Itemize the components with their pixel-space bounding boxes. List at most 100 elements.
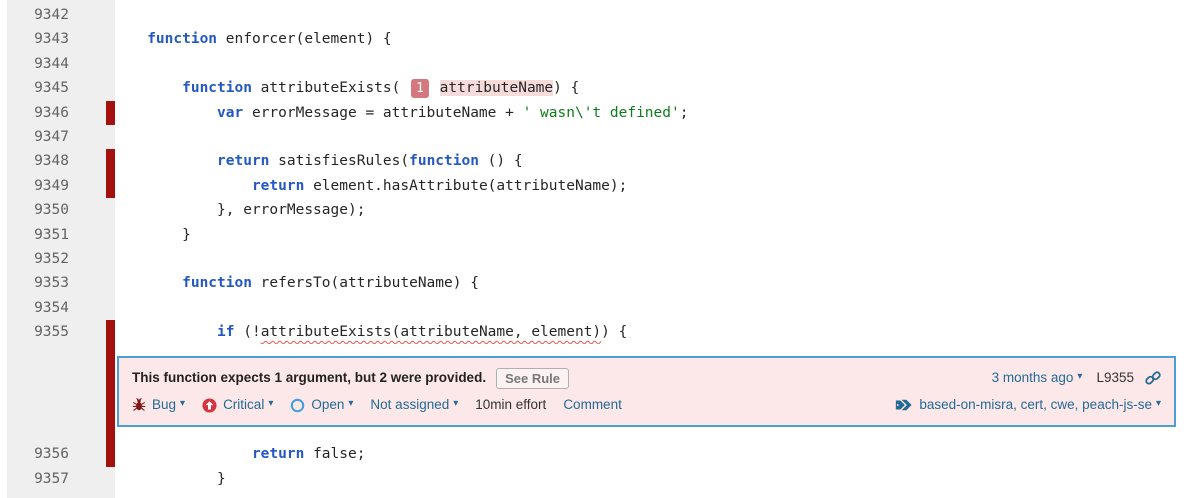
code-content [115, 51, 1200, 77]
critical-severity-icon [202, 398, 217, 413]
issue-header-row: This function expects 1 argument, but 2 … [132, 365, 1161, 391]
type-dropdown[interactable]: Bug ▾ [132, 392, 185, 418]
code-content: return false; [115, 442, 1200, 467]
code-text [121, 105, 217, 121]
code-keyword: function [409, 153, 479, 170]
code-keyword: if [217, 324, 235, 341]
line-number[interactable]: 9356 [7, 442, 115, 467]
issue-marker[interactable] [106, 344, 115, 443]
code-content [115, 124, 1200, 150]
code-keyword: return [251, 177, 305, 194]
assignee-dropdown[interactable]: Not assigned ▾ [370, 392, 458, 418]
code-content [115, 246, 1200, 272]
code-line: 9350 }, errorMessage); [7, 198, 1200, 223]
code-content: var errorMessage = attributeName + ' was… [115, 100, 1200, 125]
issue-marker[interactable] [106, 320, 115, 345]
open-status-icon [290, 398, 305, 413]
issue-severity-label: Critical [223, 397, 265, 413]
code-content: } [115, 466, 1200, 492]
line-number[interactable]: 9350 [34, 202, 69, 219]
code-content: }, errorMessage); [115, 198, 1200, 223]
chevron-down-icon: ▾ [180, 398, 186, 410]
line-number[interactable]: 9357 [34, 470, 69, 487]
code-line: 9354 [7, 295, 1200, 321]
chevron-down-icon: ▾ [1077, 371, 1083, 383]
chevron-down-icon: ▾ [268, 398, 274, 410]
issue-marker[interactable] [106, 149, 115, 174]
line-number[interactable]: 9351 [34, 226, 69, 243]
code-text: (! [234, 324, 261, 341]
code-text: () { [478, 153, 523, 170]
code-text [431, 80, 440, 96]
comment-button[interactable]: Comment [563, 397, 622, 413]
code-content: function attributeExists( 1 attributeNam… [115, 76, 1200, 101]
line-number[interactable]: 9342 [34, 7, 69, 23]
code-line: 9357 } [7, 466, 1200, 492]
code-text: enforcer(element) { [217, 31, 392, 48]
code-keyword: var [217, 104, 244, 121]
severity-dropdown[interactable]: Critical ▾ [202, 392, 273, 418]
line-number[interactable]: 9346 [7, 100, 115, 125]
issue-location-badge[interactable]: 1 [411, 79, 429, 99]
code-line: 9353 function refersTo(attributeName) { [7, 271, 1200, 296]
code-text: }, errorMessage); [121, 202, 366, 219]
line-number[interactable]: 9349 [7, 173, 115, 199]
issue-assignee-label: Not assigned [370, 397, 450, 413]
line-number[interactable]: 9348 [7, 149, 115, 174]
bug-icon [132, 398, 146, 412]
code-text: ) { [601, 324, 628, 341]
issue-underlined-code[interactable]: attributeExists(attributeName, element) [260, 324, 602, 341]
code-keyword: function [182, 275, 252, 292]
code-text [121, 153, 217, 169]
line-number[interactable]: 9347 [34, 128, 69, 145]
issue-box-row: This function expects 1 argument, but 2 … [7, 344, 1200, 443]
code-line: 9355 if (!attributeExists(attributeName,… [7, 320, 1200, 345]
code-line: 9343 function enforcer(element) { [7, 27, 1200, 52]
line-number[interactable]: 9345 [34, 80, 69, 97]
code-text [121, 446, 252, 462]
issue-marker[interactable] [106, 100, 115, 125]
code-text [121, 178, 252, 194]
code-text: ; [679, 104, 689, 121]
line-number[interactable]: 9354 [34, 299, 69, 316]
code-text: false; [304, 446, 366, 463]
issue-marker[interactable] [106, 442, 115, 467]
code-content: function enforcer(element) { [115, 27, 1200, 52]
tags-dropdown[interactable]: based-on-misra, cert, cwe, peach-js-se ▾ [894, 392, 1161, 418]
code-text: } [121, 470, 226, 487]
code-text: attributeExists( [251, 80, 410, 97]
issue-message: This function expects 1 argument, but 2 … [132, 370, 487, 386]
issue-tags: based-on-misra, cert, cwe, peach-js-se [919, 397, 1152, 413]
code-line: 9345 function attributeExists( 1 attribu… [7, 76, 1200, 101]
issue-marker[interactable] [106, 173, 115, 199]
code-text: element.hasAttribute(attributeName); [304, 177, 628, 194]
issue-box: This function expects 1 argument, but 2 … [117, 356, 1176, 428]
code-content: function refersTo(attributeName) { [115, 271, 1200, 296]
issue-type-label: Bug [152, 397, 177, 413]
tags-icon [894, 398, 913, 412]
line-number[interactable]: 9355 [7, 320, 115, 345]
age-dropdown[interactable]: 3 months ago ▾ [992, 365, 1083, 391]
status-dropdown[interactable]: Open ▾ [290, 392, 353, 418]
issue-line-ref: L9355 [1096, 370, 1134, 386]
permalink-icon[interactable] [1145, 370, 1161, 386]
see-rule-button[interactable]: See Rule [496, 367, 569, 389]
line-number[interactable]: 9344 [34, 55, 69, 72]
code-text: } [121, 226, 191, 243]
line-number[interactable]: 9343 [34, 31, 69, 48]
code-text: errorMessage = attributeName + [243, 104, 523, 121]
chevron-down-icon: ▾ [348, 398, 354, 410]
line-number[interactable]: 9353 [34, 275, 69, 292]
chevron-down-icon: ▾ [453, 398, 459, 410]
code-content: return satisfiesRules(function () { [115, 149, 1200, 174]
code-content: if (!attributeExists(attributeName, elem… [115, 320, 1200, 345]
issue-status-label: Open [311, 397, 345, 413]
code-content [115, 295, 1200, 321]
code-line: 9352 [7, 246, 1200, 272]
line-number[interactable]: 9352 [34, 250, 69, 267]
code-keyword: return [251, 446, 305, 463]
code-text: satisfiesRules( [269, 153, 410, 170]
issue-box-cell: This function expects 1 argument, but 2 … [115, 344, 1200, 443]
